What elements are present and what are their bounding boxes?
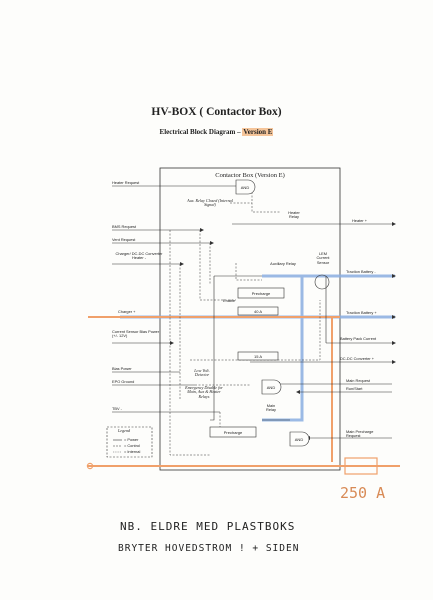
label-bias-power: Bias Power [112, 366, 132, 371]
handwritten-terminal-left [86, 462, 94, 470]
lem-sensor-label: LEM Current Sensor [316, 251, 330, 265]
label-heater-request: Heater Request [112, 180, 140, 185]
main-relay-label: Main Relay [266, 403, 276, 413]
note-emergency: Emergency Disable for Main, Aux & Heater… [185, 385, 223, 399]
label-bms-request: BMS Request [112, 224, 137, 229]
fuse-40-shape [237, 306, 279, 316]
and-gate-top: AND [240, 184, 250, 190]
precharge-bot-shape [209, 426, 257, 438]
legend-control: = Control [124, 443, 140, 448]
right-signal-wires [250, 223, 392, 439]
handwritten-note-line2: BRYTER HOVEDSTROM ! + SIDEN [118, 543, 300, 554]
and-gate-mid-shape [261, 379, 282, 395]
subtitle-prefix: Electrical Block Diagram – [159, 128, 243, 136]
left-signal-wires [112, 185, 236, 413]
heater-relay-label: Heater Relay [288, 210, 300, 220]
legend-internal: = Internal [124, 449, 141, 454]
label-epo-ground: EPO Ground [112, 379, 135, 384]
label-main-precharge-request: Main Precharge Request [346, 429, 374, 439]
legend-samples [113, 439, 122, 453]
label-tbv-minus: TBV - [112, 406, 122, 411]
arrow-heads-left [170, 184, 240, 345]
page-subtitle: Electrical Block Diagram – Version E [0, 128, 433, 136]
handwritten-fuse [344, 457, 378, 475]
label-charger-dcdc: Charger/ DC-DC Converter Heater - [115, 251, 163, 261]
precharge-top: Precharge [251, 290, 271, 296]
label-traction-battery-plus: Traction Battery + [346, 310, 377, 315]
fuse-15-shape [237, 351, 279, 361]
handwritten-note-line1: NB. ELDRE MED PLASTBOKS [120, 520, 296, 533]
label-dcdc-plus: DC-DC Converter + [340, 356, 375, 361]
label-vent-request: Vent Request [112, 237, 136, 242]
subtitle-version: Version E [242, 128, 274, 136]
fuse-40a: 40 A [253, 308, 262, 314]
fuse-15a: 15 A [253, 353, 262, 359]
arrow-heads-right [276, 222, 396, 440]
contactor-box-frame [159, 167, 341, 471]
label-traction-battery-minus: Traction Battery - [346, 269, 376, 274]
note-low-volt: Low Volt. Detector [194, 368, 210, 378]
and-gate-top-shape [235, 179, 256, 195]
label-main-request: Main Request [346, 378, 371, 383]
aux-relay-label: Auxiliary Relay [270, 261, 296, 266]
and-gate-bot: AND [294, 436, 304, 442]
internal-control-lines [169, 192, 321, 456]
note-aux-closed: Aux. Relay Closed (Internal Signal) [187, 198, 233, 208]
and-gate-bot-shape [289, 431, 310, 447]
legend-power: = Power [124, 437, 139, 442]
label-battery-pack-current: Battery Pack Current [340, 336, 377, 341]
inner-power-rails [210, 223, 327, 421]
legend-shape [106, 426, 153, 458]
label-run-start: Run/Start [346, 386, 363, 391]
label-current-sensor-bias: Current Sensor Bias Power (+/- 12V) [112, 329, 160, 339]
contactor-box-title: Contactor Box (Version E) [215, 172, 285, 179]
legend-title: Legend [118, 428, 131, 433]
page-title: HV-BOX ( Contactor Box) [151, 106, 282, 118]
label-charger-plus: Charger + [118, 309, 136, 314]
enable-label: Enable [223, 298, 236, 303]
label-heater-plus: Heater + [352, 218, 368, 223]
precharge-top-shape [237, 287, 285, 299]
handwritten-amp-rating: 250 A [340, 484, 386, 502]
precharge-bottom: Precharge [223, 429, 243, 435]
lem-sensor-shape [314, 274, 330, 290]
block-shapes [106, 179, 310, 458]
and-gate-mid: AND [266, 384, 276, 390]
